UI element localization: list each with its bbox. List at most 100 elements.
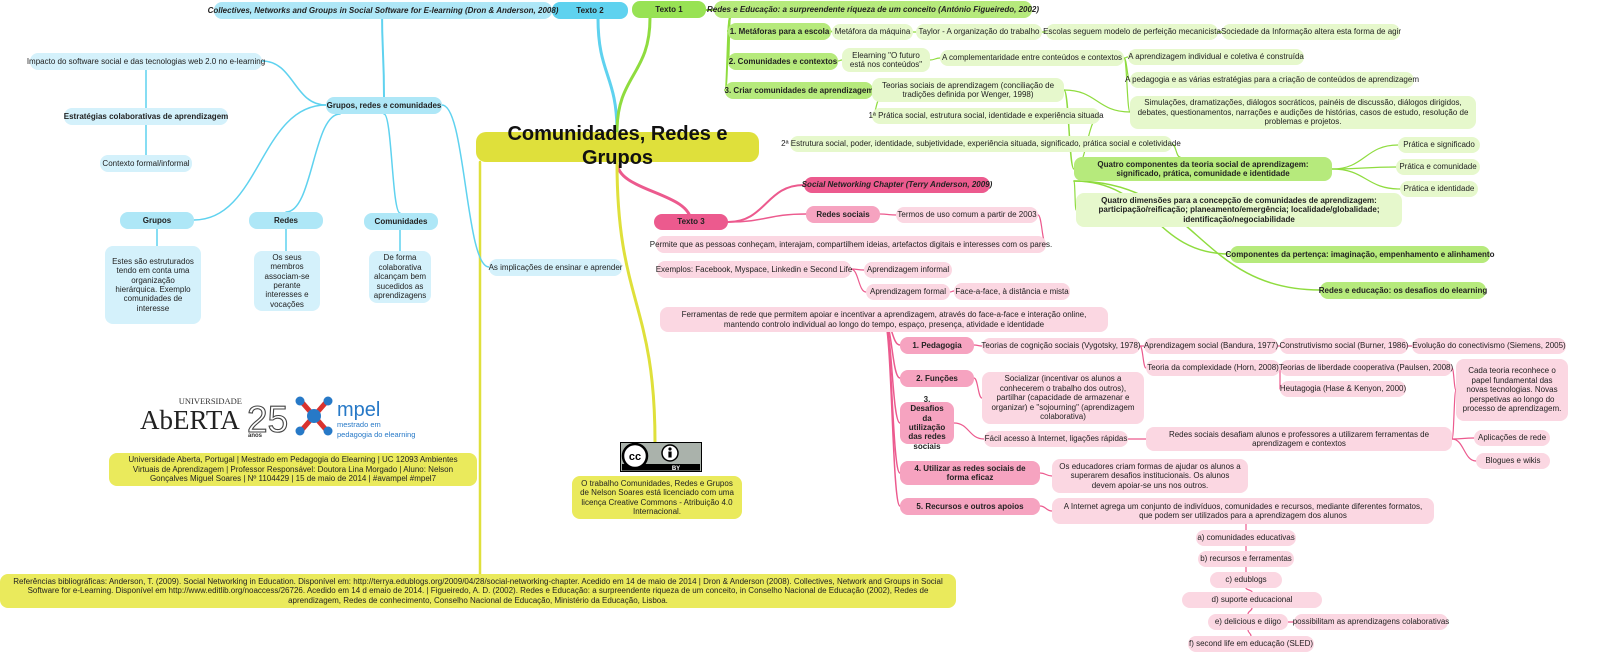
connector-line (850, 268, 865, 271)
desafios-node[interactable]: 3. Desafios da utilização das redes soci… (900, 395, 954, 451)
central-topic[interactable]: Comunidades, Redes e Grupos (476, 123, 759, 169)
estrategias-colaborativas[interactable]: Estratégias colaborativas de aprendizage… (64, 108, 228, 125)
grupos-description[interactable]: Estes são estruturados tendo em conta um… (105, 246, 201, 324)
texto3-source[interactable]: Social Networking Chapter (Terry Anderso… (802, 177, 992, 193)
recursos-apoios[interactable]: 5. Recursos e outros apoios (900, 498, 1040, 515)
connector-line (383, 113, 401, 214)
connector-line (615, 160, 657, 444)
logo-universidade-text: UNIVERSIDADE (179, 396, 242, 406)
face-distancia-mista[interactable]: Face-a-face, à distância e mista (954, 283, 1070, 300)
aprendizagem-formal[interactable]: Aprendizagem formal (866, 284, 950, 300)
redes-node[interactable]: Redes (249, 212, 323, 229)
impacto-software-social[interactable]: Impacto do software social e das tecnolo… (27, 53, 265, 70)
horn-node[interactable]: Teoria da complexidade (Horn, 2008) (1146, 360, 1280, 376)
pratica-identidade[interactable]: Prática e identidade (1400, 181, 1478, 197)
grupos-node[interactable]: Grupos (120, 212, 194, 229)
funcoes-node[interactable]: 2. Funções (900, 370, 974, 387)
utilizar-redes-eficaz[interactable]: 4. Utilizar as redes sociais de forma ef… (900, 461, 1040, 485)
connector-line (953, 422, 985, 440)
exemplos-redes[interactable]: Exemplos: Facebook, Myspace, Linkedin e … (656, 261, 852, 278)
aprendizagem-informal[interactable]: Aprendizagem informal (864, 262, 952, 278)
connector-line (285, 113, 341, 213)
quatro-dimensoes[interactable]: Quatro dimensões para a concepção de com… (1076, 193, 1402, 227)
facil-acesso[interactable]: Fácil acesso à Internet, ligações rápida… (984, 431, 1128, 447)
pratica-significado[interactable]: Prática e significado (1398, 137, 1480, 153)
internet-agrega[interactable]: A Internet agrega um conjunto de indivíd… (1052, 498, 1434, 524)
texto1-node[interactable]: Texto 1 (632, 1, 706, 18)
connector-line (883, 319, 901, 474)
recurso-b[interactable]: b) recursos e ferramentas (1198, 551, 1294, 567)
sociedade-informacao[interactable]: Sociedade da Informação altera esta form… (1221, 24, 1401, 40)
texto1-source[interactable]: Redes e Educação: a surpreendente riquez… (707, 1, 1039, 18)
redes-sociais-node[interactable]: Redes sociais (806, 206, 880, 223)
socializar-partilhar[interactable]: Socializar (incentivar os alunos a conhe… (982, 372, 1144, 424)
pratica-comunidade[interactable]: Prática e comunidade (1396, 159, 1480, 175)
comunidades-node[interactable]: Comunidades (364, 213, 438, 230)
educadores-criam[interactable]: Os educadores criam formas de ajudar os … (1052, 459, 1248, 493)
recurso-a[interactable]: a) comunidades educativas (1196, 530, 1296, 546)
quatro-componentes[interactable]: Quatro componentes da teoria social de a… (1074, 157, 1332, 181)
redes-desafiam[interactable]: Redes sociais desafiam alunos e professo… (1146, 427, 1452, 451)
aplicacoes-rede[interactable]: Aplicações de rede (1474, 430, 1550, 446)
course-info[interactable]: Universidade Aberta, Portugal | Mestrado… (109, 453, 477, 486)
elearning-futuro[interactable]: Elearning "O futuro está nos conteúdos" (842, 48, 930, 72)
connector-line (615, 160, 693, 224)
metafora-maquina[interactable]: Metáfora da máquina (832, 24, 913, 40)
connector-line (727, 213, 807, 223)
connector-line (1063, 89, 1075, 170)
desafios-elearning[interactable]: Redes e educação: os desafios do elearni… (1319, 282, 1487, 299)
logo-mpel-text: mpel (337, 399, 380, 421)
termos-uso-2003[interactable]: Termos de uso comum a partir de 2003 (896, 207, 1038, 223)
pedagogia-estrategias[interactable]: A pedagogia e as várias estratégias para… (1125, 72, 1419, 88)
connector-line (1331, 144, 1399, 170)
connector-line (879, 213, 897, 216)
references[interactable]: Referências bibliográficas: Anderson, T.… (0, 574, 956, 608)
grupos-redes-comunidades[interactable]: Grupos, redes e comunidades (326, 97, 442, 114)
redes-description[interactable]: Os seus membros associam-se perante inte… (254, 251, 320, 311)
implicacoes-ensinar-aprender[interactable]: As implicações de ensinar e aprender (489, 259, 622, 276)
recurso-d[interactable]: d) suporte educacional (1182, 592, 1322, 608)
teorias-sociais-wenger[interactable]: Teorias sociais de aprendizagem (concili… (872, 78, 1064, 102)
connector-line (1331, 168, 1401, 190)
connector-line (883, 319, 901, 424)
logo-mpel-sub1: mestrado em (337, 420, 381, 429)
possibilitam-aprendizagens[interactable]: possibilitam as aprendizagens colaborati… (1293, 614, 1449, 630)
taylor-organizacao[interactable]: Taylor - A organização do trabalho (916, 24, 1042, 40)
bandura-node[interactable]: Aprendizagem social (Bandura, 1977) (1144, 338, 1278, 354)
aprendizagem-construida[interactable]: A aprendizagem individual e coletiva é c… (1128, 49, 1304, 65)
pedagogia-node[interactable]: 1. Pedagogia (900, 337, 974, 354)
blogues-wikis[interactable]: Blogues e wikis (1476, 453, 1550, 469)
simulacoes-dramatizacoes[interactable]: Simulações, dramatizações, diálogos socr… (1130, 96, 1476, 129)
comunidades-contextos[interactable]: 2. Comunidades e contextos (728, 53, 838, 70)
contexto-formal-informal[interactable]: Contexto formal/informal (100, 155, 192, 172)
vygotsky-node[interactable]: Teorias de cognição sociais (Vygotsky, 1… (981, 338, 1141, 354)
metaforas-escola[interactable]: 1. Metáforas para a escola (728, 23, 831, 40)
ferramentas-rede[interactable]: Ferramentas de rede que permitem apoiar … (660, 307, 1108, 332)
siemens-node[interactable]: Evolução do conectivismo (Siemens, 2005) (1412, 338, 1566, 354)
escolas-modelo[interactable]: Escolas seguem modelo de perfeição mecan… (1043, 24, 1221, 40)
componentes-pertenca[interactable]: Componentes da pertença: imaginação, emp… (1226, 246, 1494, 263)
criar-comunidades[interactable]: 3. Criar comunidades de aprendizagem (725, 82, 873, 99)
recurso-e[interactable]: e) delicious e diigo (1208, 614, 1288, 630)
burner-node[interactable]: Construtivismo social (Burner, 1986) (1280, 338, 1408, 354)
license-note[interactable]: O trabalho Comunidades, Redes e Grupos d… (572, 476, 742, 519)
texto3-node[interactable]: Texto 3 (654, 214, 728, 230)
logo-aberta-text: AbERTA (140, 405, 240, 435)
paulsen-node[interactable]: Teorias de liberdade cooperativa (Paulse… (1279, 360, 1453, 376)
estrutura-social-2[interactable]: 2ª Estrutura social, poder, identidade, … (781, 136, 1181, 152)
connector-line (883, 319, 901, 507)
connector-line (596, 16, 619, 134)
cada-teoria[interactable]: Cada teoria reconhece o papel fundamenta… (1456, 359, 1568, 421)
mpel-logo-icon (295, 396, 333, 436)
permite-pessoas[interactable]: Permite que as pessoas conheçam, interaj… (650, 236, 1052, 253)
texto2-node[interactable]: Texto 2 (552, 2, 628, 19)
texto2-source[interactable]: Collectives, Networks and Groups in Soci… (208, 2, 558, 19)
pratica-social-1[interactable]: 1ª Prática social, estrutura social, ide… (868, 108, 1104, 124)
creative-commons-by-badge: cc BY (620, 442, 702, 472)
hase-node[interactable]: Heutagogia (Hase & Kenyon, 2000) (1280, 381, 1406, 397)
recurso-f[interactable]: f) second life em educação (SLED) (1188, 636, 1314, 652)
recurso-c[interactable]: c) edublogs (1210, 572, 1282, 588)
comunidades-description[interactable]: De forma colaborativa alcançam bem suced… (369, 251, 431, 303)
complementaridade-conteudos[interactable]: A complementaridade entre conteúdos e co… (940, 50, 1124, 66)
